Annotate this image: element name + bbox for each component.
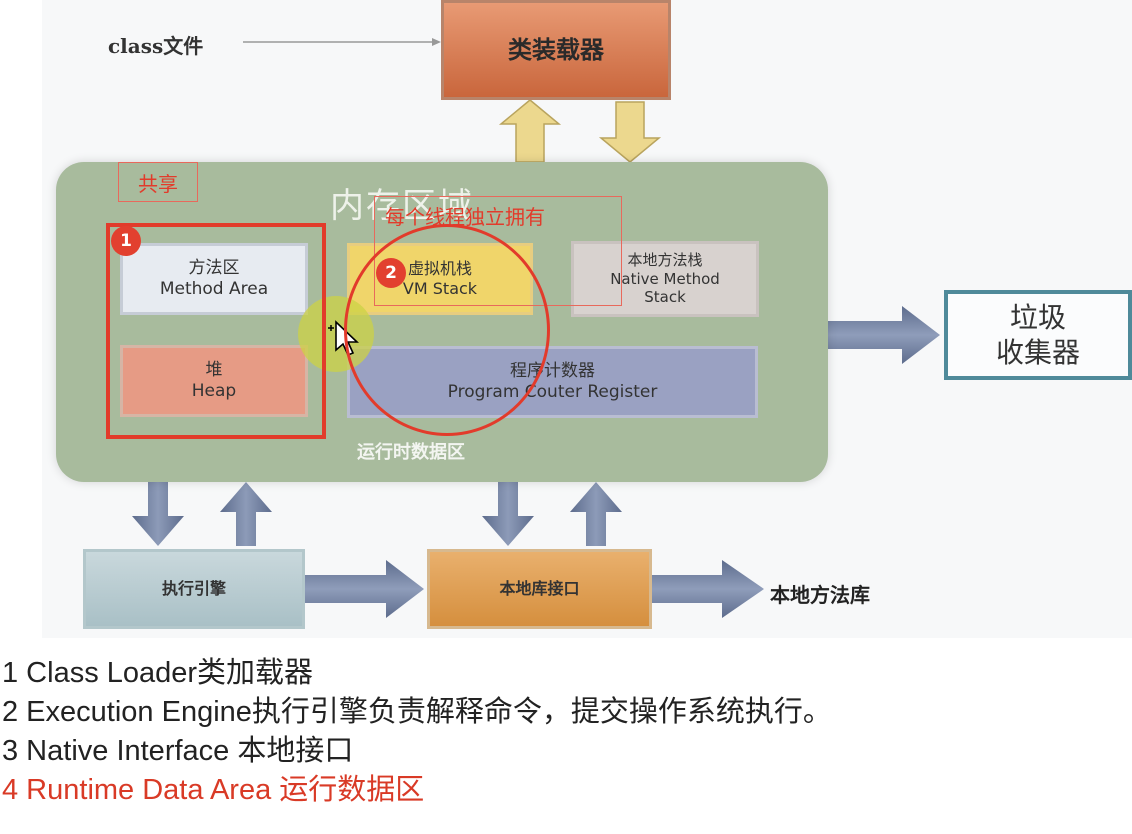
native-to-lib-arrow <box>652 560 764 618</box>
shared-label: 共享 <box>118 162 198 202</box>
method-area-box: 方法区 Method Area <box>120 243 308 315</box>
yellow-up-arrow <box>498 99 562 163</box>
class-file-label: class文件 <box>108 34 204 58</box>
native-stack-en-2: Stack <box>644 288 686 307</box>
notes-list: 1 Class Loader类加载器 2 Execution Engine执行引… <box>2 654 832 810</box>
class-file-arrow <box>243 38 441 46</box>
note-item-3: 3 Native Interface 本地接口 <box>2 735 354 767</box>
down-arrow-native <box>482 482 534 546</box>
note-item-1: 1 Class Loader类加载器 <box>2 657 314 689</box>
heap-en: Heap <box>191 381 237 401</box>
native-interface-label: 本地库接口 <box>499 579 580 598</box>
gc-arrow <box>828 306 940 364</box>
runtime-area-caption: 运行时数据区 <box>357 442 465 463</box>
class-loader-label: 类装载器 <box>508 35 604 64</box>
up-arrow-exec <box>220 482 272 546</box>
heap-box: 堆 Heap <box>120 345 308 417</box>
exec-to-native-arrow <box>305 560 424 618</box>
execution-engine-label: 执行引擎 <box>161 579 226 598</box>
note-item-4: 4 Runtime Data Area 运行数据区 <box>2 774 425 806</box>
up-arrow-native <box>570 482 622 546</box>
shared-region-outline <box>106 223 326 439</box>
native-stack-en-1: Native Method <box>610 269 720 288</box>
native-method-stack-box: 本地方法栈 Native Method Stack <box>571 241 759 317</box>
thread-private-circle <box>344 224 550 436</box>
gc-line-1: 垃圾 <box>1009 301 1066 334</box>
badge-1: 1 <box>111 226 141 256</box>
badge-2: 2 <box>376 258 406 288</box>
garbage-collector-box: 垃圾 收集器 <box>944 290 1132 380</box>
runtime-area-title: 内存区域 <box>330 186 474 226</box>
gc-line-2: 收集器 <box>995 336 1080 369</box>
heap-cn: 堆 <box>205 359 223 380</box>
class-loader-box: 类装载器 <box>441 0 671 100</box>
execution-engine-box: 执行引擎 <box>83 549 305 629</box>
native-interface-box: 本地库接口 <box>427 549 652 629</box>
down-arrow-exec <box>132 482 184 546</box>
note-item-2: 2 Execution Engine执行引擎负责解释命令，提交操作系统执行。 <box>2 696 832 728</box>
native-library-label: 本地方法库 <box>770 583 870 607</box>
diagram-arrows <box>132 38 940 618</box>
yellow-down-arrow <box>598 101 662 163</box>
native-stack-cn: 本地方法栈 <box>627 250 703 269</box>
method-area-cn: 方法区 <box>188 257 240 278</box>
method-area-en: Method Area <box>159 279 269 299</box>
